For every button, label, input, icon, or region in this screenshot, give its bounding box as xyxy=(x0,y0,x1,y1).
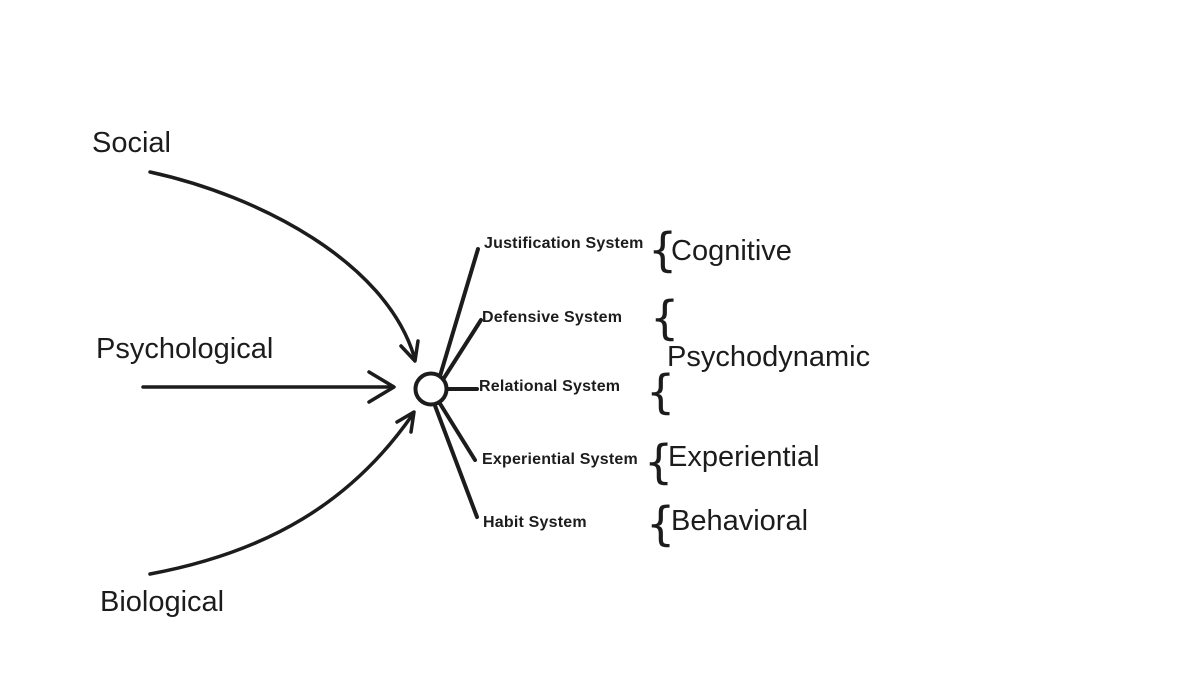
brace-defensive-icon: { xyxy=(650,291,680,345)
psychological-arrowhead-icon xyxy=(367,370,396,404)
system-label-habit: Habit System xyxy=(483,514,587,531)
experiential-system-line xyxy=(437,400,477,462)
system-label-relational: Relational System xyxy=(479,378,621,395)
biological-arrow-curve xyxy=(148,412,415,576)
domain-label-cognitive: Cognitive xyxy=(671,235,792,267)
domain-label-psychodynamic: Psychodynamic xyxy=(667,341,871,373)
domain-label-experiential: Experiential xyxy=(668,441,820,473)
system-label-justification: Justification System xyxy=(484,235,644,252)
defensive-system-line xyxy=(442,318,483,380)
brace-behavioral-icon: { xyxy=(646,497,676,551)
brace-cognitive-icon: { xyxy=(648,223,678,277)
biological-arrowhead-icon xyxy=(395,410,416,434)
habit-system-line xyxy=(432,401,479,519)
influence-label-social: Social xyxy=(92,127,171,159)
social-arrow-curve xyxy=(148,170,416,358)
system-label-defensive: Defensive System xyxy=(482,309,623,326)
brace-relational-icon: { xyxy=(646,365,676,419)
justification-system-line xyxy=(438,247,480,378)
convergence-node-circle xyxy=(413,371,449,407)
influence-label-biological: Biological xyxy=(100,586,225,618)
brace-experiential-icon: { xyxy=(644,435,674,489)
domain-label-behavioral: Behavioral xyxy=(671,505,809,537)
influence-label-psychological: Psychological xyxy=(96,333,274,365)
system-label-experiential: Experiential System xyxy=(482,451,638,468)
social-arrowhead-icon xyxy=(399,339,420,363)
